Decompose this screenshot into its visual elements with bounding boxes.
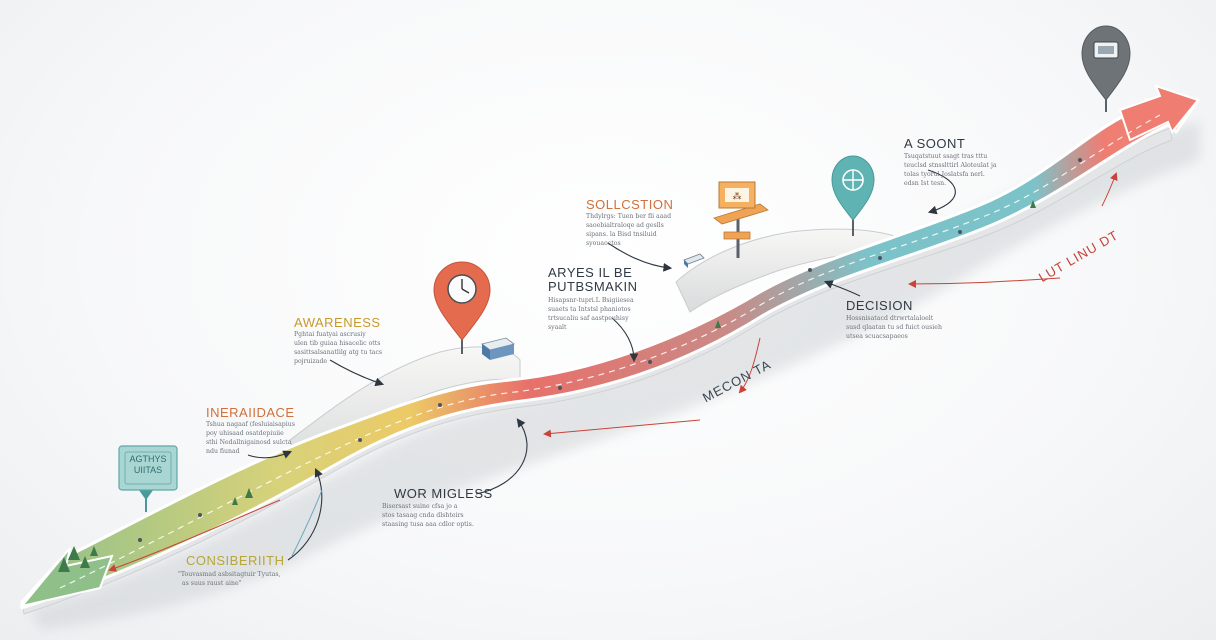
stage-desc-workless: Bisersast suine cfsa jo a stos tasaag cn… [382,503,474,528]
laptop-pin-icon [1081,25,1131,112]
start-sign-text: AGTHYS UIITAS [129,454,167,475]
compass-pin-icon [831,155,875,236]
clock-pin-icon [433,261,491,354]
stage-title-aryes: ARYES IL BE PUTBSMAKIN [548,265,638,294]
stage-desc-interaction: Tshua nagaaf (fesluiaisapius poy uhisaad… [206,421,295,455]
road-markers [138,158,1082,542]
flow-line-blue [291,489,323,557]
stage-desc-sollcstion: Thdylrgs: Tuen ber fli aaad saoebialtral… [586,213,672,247]
road-center-line [59,114,1161,589]
stage-title-decision: DECISION [846,298,913,313]
stage-title-workless: WOR MIGLESS [394,486,493,501]
svg-text:⁂: ⁂ [733,191,742,201]
stage-desc-aryes: Hisapsnr-tupri.L Bsigiiesea suaets ta In… [548,297,634,331]
journey-road [20,98,1200,610]
box-icon [481,337,515,360]
signboard-icon: ⁂ [713,181,769,258]
stage-desc-decision: Hossnisatacd dtrwrtalaloelt susd qlaatan… [846,315,942,340]
flow-arrows [108,172,1118,572]
annotation-arrows [247,169,956,561]
road-start-arrowhead [19,547,114,608]
stage-title-interaction: INERAIIDACE [206,405,295,420]
stage-title-consideration: CONSIBERIITH [186,553,285,568]
stage-title-asoont: A SOONT [904,136,966,151]
stage-desc-asoont: Tsuqatstuut ssagt tras tttu teuclsd stns… [904,153,997,187]
stage-desc-awareness: Pghtai fuatyai ascrusiy ulen tib guiaa h… [294,331,383,365]
small-sign-icon [683,253,705,268]
trees-cluster [58,200,1036,572]
start-sign-icon [118,445,178,512]
stage-title-sollcstion: SOLLCSTION [586,197,674,212]
stage-title-awareness: AWARENESS [294,315,381,330]
stage-desc-consideration: "Touvasmad asbsitagtuir Tyutas, as suus … [178,571,281,587]
